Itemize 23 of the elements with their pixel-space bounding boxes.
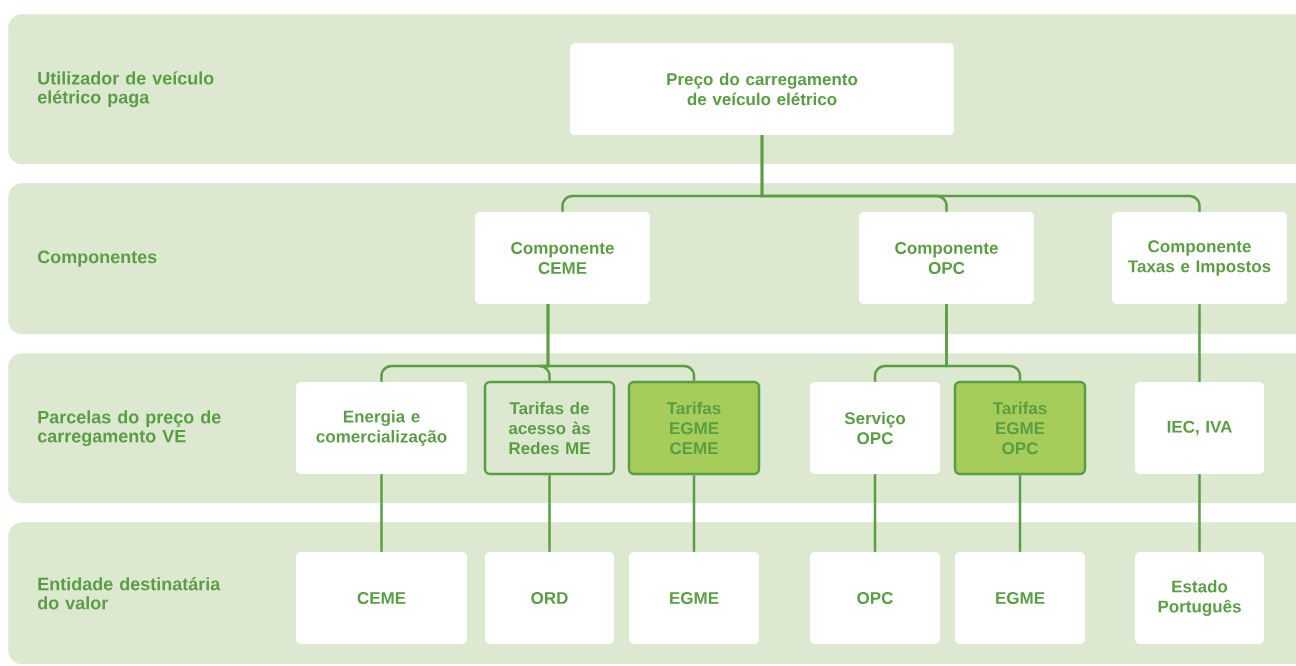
box: EGME: [955, 552, 1085, 644]
box: ORD: [485, 552, 614, 644]
box: Serviço OPC: [810, 382, 940, 474]
box: EGME: [629, 552, 759, 644]
box: Componente CEME: [475, 212, 650, 304]
connector-line: [380, 474, 383, 552]
box: Estado Português: [1135, 552, 1264, 644]
box: OPC: [810, 552, 940, 644]
box: Componente OPC: [859, 212, 1034, 304]
connector-line: [1198, 474, 1201, 552]
box: Tarifas EGME CEME: [627, 380, 761, 476]
box: Tarifas EGME OPC: [953, 380, 1087, 476]
box: Componente Taxas e Impostos: [1112, 212, 1287, 304]
connector-line: [692, 475, 696, 552]
box: Energia e comercialização: [296, 382, 467, 474]
connector-line: [873, 474, 877, 552]
connector-line: [1198, 304, 1201, 382]
connector-line: [1018, 475, 1022, 552]
connector-line: [548, 475, 551, 552]
box: Tarifas de acesso às Redes ME: [483, 380, 616, 476]
box: Preço do carregamento de veículo elétrico: [570, 43, 954, 135]
box: IEC, IVA: [1135, 382, 1264, 474]
box: CEME: [296, 552, 467, 644]
